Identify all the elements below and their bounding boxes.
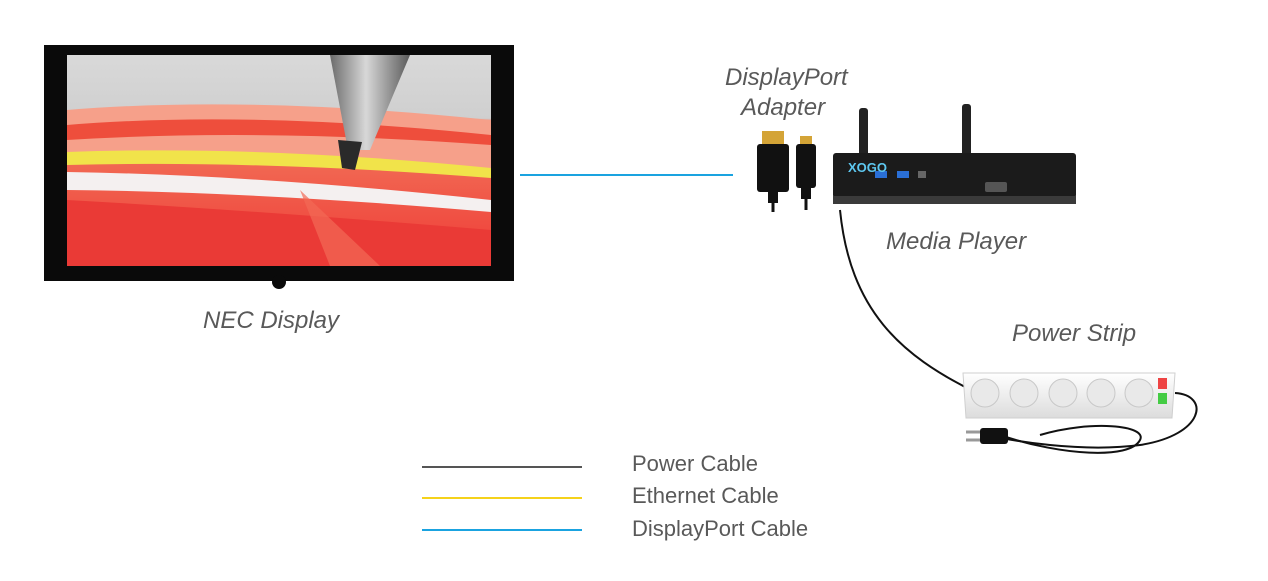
power-strip (962, 372, 1198, 454)
power-cable (839, 209, 976, 393)
displayport-adapter (757, 131, 816, 212)
legend-ethernet-label: Ethernet Cable (632, 483, 779, 508)
media-player-label: Media Player (886, 228, 1027, 255)
nec-display (44, 45, 514, 289)
display-label: NEC Display (203, 307, 340, 334)
power-strip-label: Power Strip (1012, 320, 1137, 347)
legend-displayport-label: DisplayPort Cable (632, 516, 809, 541)
legend-power-label: Power Cable (632, 451, 758, 476)
adapter-label-line2: Adapter (741, 94, 826, 121)
media-player: XOGO (833, 104, 1076, 204)
media-player-brand: XOGO (848, 160, 887, 175)
adapter-label-line1: DisplayPort (725, 64, 848, 91)
